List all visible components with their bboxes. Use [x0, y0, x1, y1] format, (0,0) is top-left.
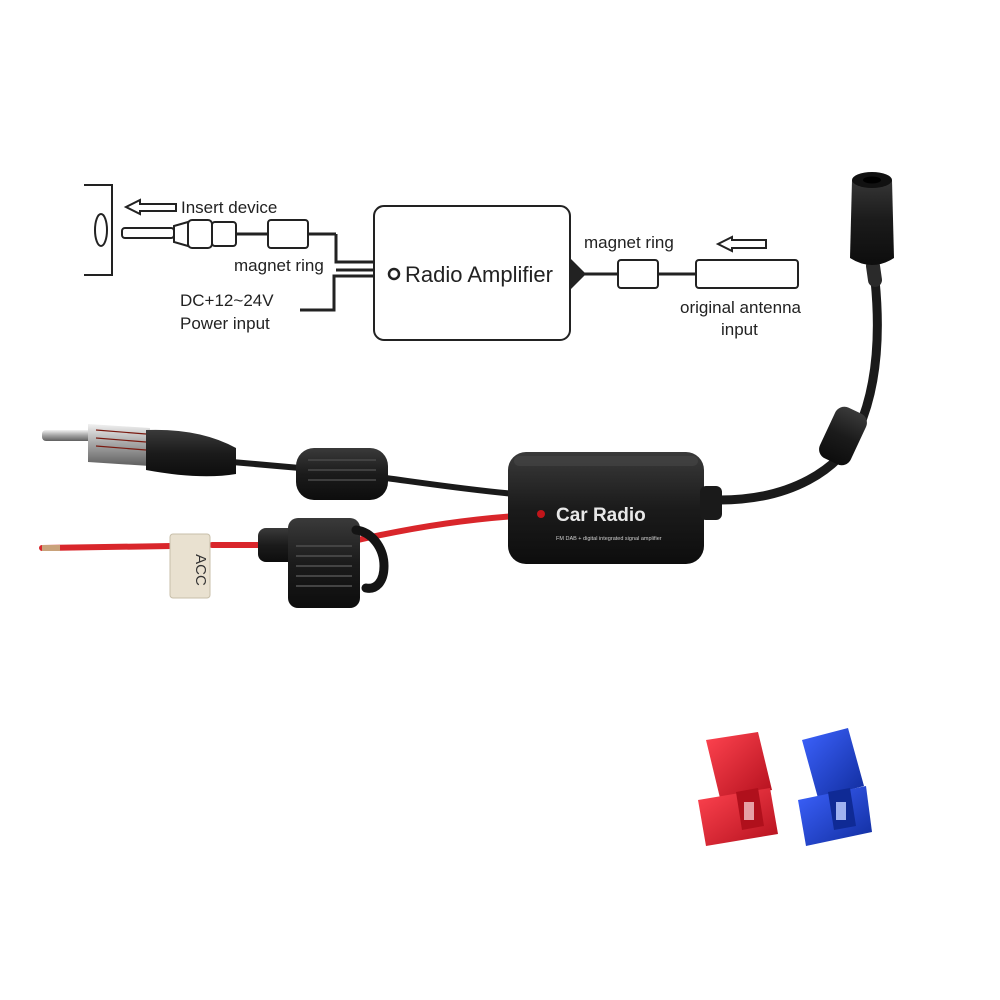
- power-label-line1: DC+12~24V: [180, 291, 274, 310]
- red-tap-connector: [698, 732, 778, 846]
- product-assembly: ACC Car Radio FM DAB + digital integrate…: [39, 172, 894, 846]
- schematic: [84, 184, 799, 341]
- car-radio-amplifier: Car Radio FM DAB + digital integrated si…: [508, 452, 722, 564]
- antenna-label-line1: original antenna: [680, 298, 802, 317]
- power-label-line2: Power input: [180, 314, 270, 333]
- acc-tag-text: ACC: [192, 554, 209, 586]
- device-subtitle: FM DAB + digital integrated signal ampli…: [556, 536, 662, 542]
- amplifier-label: Radio Amplifier: [405, 262, 553, 287]
- magnet-ring-right-box: [617, 259, 659, 289]
- insert-device-label: Insert device: [181, 198, 277, 217]
- magnet-ring-right-label: magnet ring: [584, 233, 674, 252]
- plug-drawing: [121, 219, 268, 249]
- magnet-ring-left-box: [267, 219, 309, 249]
- acc-wire-tag: ACC: [169, 533, 211, 599]
- device-title: Car Radio: [556, 505, 646, 526]
- radio-socket-outline: [84, 184, 113, 276]
- antenna-arrow-icon: [715, 235, 767, 253]
- antenna-input-box: [695, 259, 799, 289]
- lead-ferrite-ring: [296, 448, 388, 500]
- antenna-label-line2: input: [721, 320, 758, 339]
- magnet-ring-left-label: magnet ring: [234, 256, 324, 275]
- insert-arrow-icon: [123, 198, 177, 216]
- amplifier-port-icon: [387, 267, 401, 281]
- stripped-wire-tip: [42, 545, 60, 551]
- fuse-holder: [258, 518, 389, 608]
- antenna-ferrite-bead: [819, 406, 867, 466]
- radio-socket-hole: [94, 213, 108, 247]
- female-antenna-socket: [850, 172, 894, 265]
- male-antenna-plug: [42, 424, 236, 477]
- blue-tap-connector: [798, 728, 872, 846]
- status-led: [537, 510, 545, 518]
- antenna-lead-wire: [229, 459, 518, 497]
